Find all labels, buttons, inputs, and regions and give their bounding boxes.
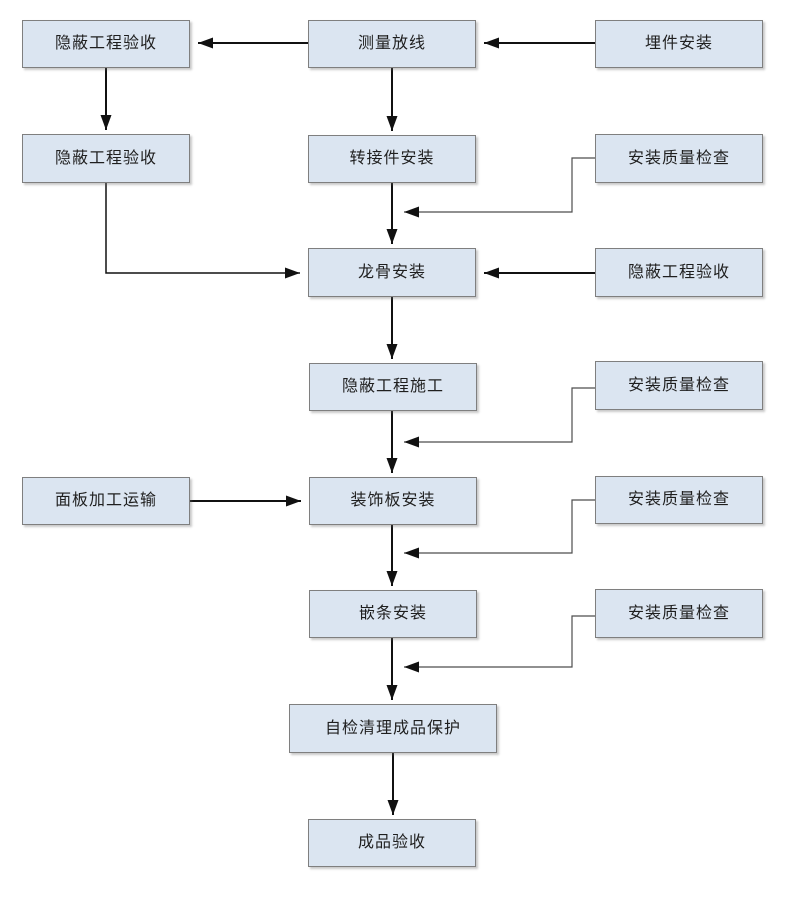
flow-node-measure-layout: 测量放线 bbox=[308, 20, 476, 68]
flow-node-label: 龙骨安装 bbox=[357, 263, 426, 281]
flow-node-label: 隐蔽工程验收 bbox=[54, 149, 157, 167]
flow-node-label: 装饰板安装 bbox=[350, 492, 436, 509]
flow-node-label: 测量放线 bbox=[357, 35, 426, 52]
flow-node-label: 面板加工运输 bbox=[54, 492, 157, 509]
flow-node-final-acceptance: 成品验收 bbox=[308, 819, 476, 867]
flow-node-label: 成品验收 bbox=[357, 834, 426, 851]
flow-node-quality-check-3: 安装质量检查 bbox=[595, 476, 763, 524]
flow-node-selfcheck-clean-protect: 自检清理成品保护 bbox=[289, 704, 497, 753]
flow-node-label: 安装质量检查 bbox=[627, 491, 730, 508]
edge-check4-merge bbox=[404, 615, 595, 673]
flow-node-label: 埋件安装 bbox=[644, 35, 713, 52]
flow-node-embed-install: 埋件安装 bbox=[595, 20, 763, 68]
flow-node-decor-panel-install: 装饰板安装 bbox=[309, 477, 477, 525]
flow-node-hidden-acceptance-3: 隐蔽工程验收 bbox=[595, 248, 763, 297]
flow-node-adapter-install: 转接件安装 bbox=[308, 135, 476, 183]
edge-check2-merge bbox=[404, 387, 595, 448]
flow-node-label: 隐蔽工程施工 bbox=[341, 378, 444, 395]
flow-node-inlay-strip-install: 嵌条安装 bbox=[309, 590, 477, 638]
flow-node-panel-process-transport: 面板加工运输 bbox=[22, 477, 190, 525]
edge-check3-merge bbox=[404, 499, 595, 559]
edge-check1-merge bbox=[404, 157, 595, 218]
flow-node-label: 安装质量检查 bbox=[627, 149, 730, 167]
flow-node-label: 隐蔽工程验收 bbox=[54, 35, 157, 52]
flow-node-label: 转接件安装 bbox=[349, 150, 435, 167]
flow-node-label: 安装质量检查 bbox=[627, 376, 730, 394]
edge-hidden2-to-keel bbox=[105, 183, 300, 279]
flow-node-quality-check-1: 安装质量检查 bbox=[595, 134, 763, 183]
flow-node-hidden-acceptance-1: 隐蔽工程验收 bbox=[22, 20, 190, 68]
flow-node-quality-check-4: 安装质量检查 bbox=[595, 589, 763, 638]
flow-node-keel-install: 龙骨安装 bbox=[308, 248, 476, 297]
flow-node-label: 自检清理成品保护 bbox=[324, 719, 461, 737]
flow-node-label: 安装质量检查 bbox=[627, 604, 730, 622]
flow-node-quality-check-2: 安装质量检查 bbox=[595, 361, 763, 410]
flow-node-label: 隐蔽工程验收 bbox=[627, 263, 730, 281]
flow-node-hidden-construction: 隐蔽工程施工 bbox=[309, 363, 477, 411]
flow-node-label: 嵌条安装 bbox=[358, 605, 427, 622]
flow-node-hidden-acceptance-2: 隐蔽工程验收 bbox=[22, 134, 190, 183]
